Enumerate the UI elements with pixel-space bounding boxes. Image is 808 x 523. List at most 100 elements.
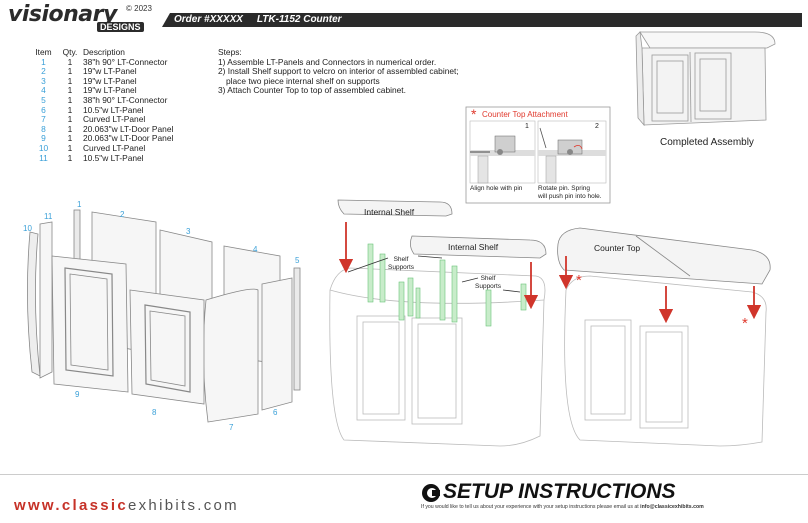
parts-list-row: 1 1 38"h 90° LT-Connector (30, 56, 173, 68)
counter-top-attachment-title: Counter Top Attachment (482, 110, 568, 119)
parts-list-row: 9 1 20.063"w LT-Door Panel (30, 134, 173, 144)
step-line: place two piece internal shelf on suppor… (226, 75, 380, 86)
product-code: LTK-1152 Counter (256, 14, 342, 25)
item-qty: 1 (67, 75, 73, 86)
parts-list-header: Item Qty. Description (30, 47, 173, 58)
item-number: 2 (41, 66, 46, 77)
item-qty: 1 (67, 94, 73, 105)
step-line: 1) Assemble LT-Panels and Connectors in … (218, 56, 437, 67)
shelf-supports-1-line2: Supports (388, 264, 415, 271)
parts-list-row: 4 1 19"w LT-Panel (30, 86, 173, 96)
exploded-panels-drawing (27, 209, 301, 423)
url-prefix: www. (14, 497, 62, 514)
parts-list-row: 6 1 10.5"w LT-Panel (30, 104, 173, 116)
header-bar (162, 13, 802, 27)
part-number-9: 9 (75, 390, 80, 399)
item-number: 5 (41, 94, 46, 105)
item-qty: 1 (67, 152, 73, 163)
counter-top-drawing (557, 227, 771, 447)
order-number: Order #XXXXX (174, 14, 243, 25)
completed-assembly-drawing (635, 31, 776, 127)
item-description: 10.5"w LT-Panel (83, 104, 144, 115)
item-number: 7 (41, 114, 46, 125)
part-number-6: 6 (273, 408, 278, 417)
part-number-4: 4 (253, 245, 258, 254)
item-description: 38"h 90° LT-Connector (83, 56, 168, 67)
item-qty: 1 (67, 85, 73, 96)
completed-assembly-label: Completed Assembly (660, 137, 754, 148)
item-description: 19"w LT-Panel (83, 85, 137, 96)
part-number-1: 1 (77, 200, 82, 209)
item-description: 10.5"w LT-Panel (83, 152, 144, 163)
item-qty: 1 (67, 123, 73, 134)
copyright: © 2023 (126, 4, 152, 13)
detail-caption-2-line1: Rotate pin. Spring (538, 185, 591, 192)
item-number: 9 (41, 133, 46, 144)
asterisk-icon: * (471, 106, 477, 122)
col-item: Item (35, 47, 52, 57)
shelf-assembly-drawing (329, 199, 547, 447)
item-number: 10 (38, 142, 49, 153)
detail-caption-2: Rotate pin. Spring will push pin into ho… (538, 185, 602, 201)
item-number: 8 (41, 123, 46, 134)
steps-block: Steps: 1) Assemble LT-Panels and Connect… (218, 47, 459, 96)
part-number-11: 11 (44, 212, 53, 221)
col-qty: Qty. (62, 47, 78, 57)
internal-shelf-label-2: Internal Shelf (448, 242, 499, 252)
feedback-text: If you would like to tell us about your … (421, 504, 641, 510)
detail-caption-2-line2: will push pin into hole. (538, 193, 602, 200)
step-line: 2) Install Shelf support to velcro on in… (218, 66, 459, 77)
designs-logo-sub: DESIGNS (97, 22, 144, 32)
col-description: Description (83, 47, 125, 57)
classic-exhibits-icon (422, 484, 440, 502)
item-qty: 1 (67, 114, 73, 125)
footer-divider (0, 474, 808, 475)
url-bold: classic (61, 497, 128, 514)
part-number-3: 3 (186, 227, 191, 236)
part-number-10: 10 (23, 224, 32, 233)
item-description: 19"w LT-Panel (83, 66, 137, 77)
shelf-supports-label-2: Shelf Supports (475, 275, 501, 291)
shelf-supports-2-line2: Supports (475, 283, 502, 290)
detail-step-2: 2 (595, 123, 599, 130)
feedback-email: info@classicexhibits.com (640, 504, 704, 510)
item-qty: 1 (67, 104, 73, 115)
item-qty: 1 (67, 56, 73, 67)
parts-list-row: 5 1 38"h 90° LT-Connector (30, 94, 173, 106)
item-number: 1 (41, 56, 46, 67)
part-number-7: 7 (229, 423, 234, 432)
part-number-8: 8 (152, 408, 157, 417)
part-number-2: 2 (120, 210, 125, 219)
part-number-5: 5 (295, 256, 300, 265)
item-qty: 1 (67, 133, 73, 144)
parts-list-row: 7 1 Curved LT-Panel (30, 115, 173, 125)
shelf-supports-label-1: Shelf Supports (388, 256, 414, 272)
internal-shelf-label-1: Internal Shelf (364, 207, 415, 217)
counter-top-label: Counter Top (594, 243, 641, 253)
parts-list-row: 3 1 19"w LT-Panel (30, 75, 173, 87)
item-description: Curved LT-Panel (83, 114, 146, 125)
order-title: Order #XXXXX LTK-1152 Counter (174, 13, 342, 27)
feedback-note: If you would like to tell us about your … (421, 504, 704, 510)
asterisk-icon: * (576, 272, 582, 289)
item-description: 19"w LT-Panel (83, 75, 137, 86)
item-qty: 1 (67, 142, 73, 153)
item-number: 6 (41, 104, 46, 115)
url-rest: exhibits.com (127, 497, 239, 514)
setup-instructions-title: SETUP INSTRUCTIONS (443, 480, 676, 503)
detail-step-1: 1 (525, 123, 529, 130)
steps-title: Steps: (218, 47, 242, 57)
item-description: 38"h 90° LT-Connector (83, 94, 168, 105)
item-number: 4 (41, 85, 46, 96)
footer-website: www.classicexhibits.com (14, 497, 239, 514)
detail-caption-1: Align hole with pin (470, 185, 523, 192)
item-description: 20.063"w LT-Door Panel (83, 133, 174, 144)
asterisk-icon: * (742, 315, 748, 332)
item-number: 3 (41, 75, 46, 86)
